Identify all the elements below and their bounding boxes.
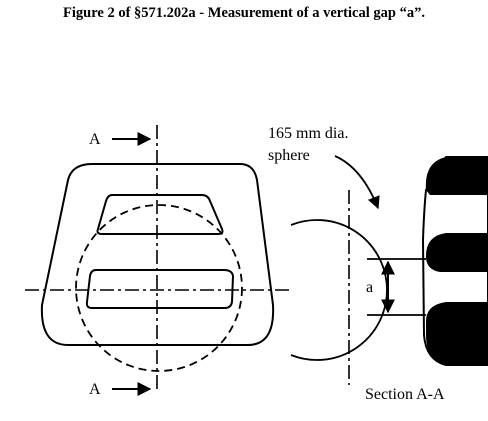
gap-label: a bbox=[366, 279, 373, 296]
section-caption: Section A-A bbox=[365, 386, 445, 403]
upper-opening bbox=[96, 194, 224, 235]
section-marker-bottom: A bbox=[89, 381, 101, 398]
section-bottom-pad bbox=[425, 302, 488, 365]
sphere-front-dashed bbox=[75, 204, 243, 372]
section-middle-pad bbox=[425, 233, 488, 272]
sphere-label-line2: sphere bbox=[268, 147, 310, 164]
section-top-pad bbox=[425, 157, 488, 195]
figure-title: Figure 2 of §571.202a - Measurement of a… bbox=[63, 5, 425, 21]
sphere-label-line1: 165 mm dia. bbox=[268, 125, 348, 142]
section-marker-top: A bbox=[89, 131, 101, 148]
lower-opening bbox=[85, 269, 235, 309]
sphere-callout-leader bbox=[334, 155, 380, 210]
headrest-outline bbox=[40, 163, 275, 346]
